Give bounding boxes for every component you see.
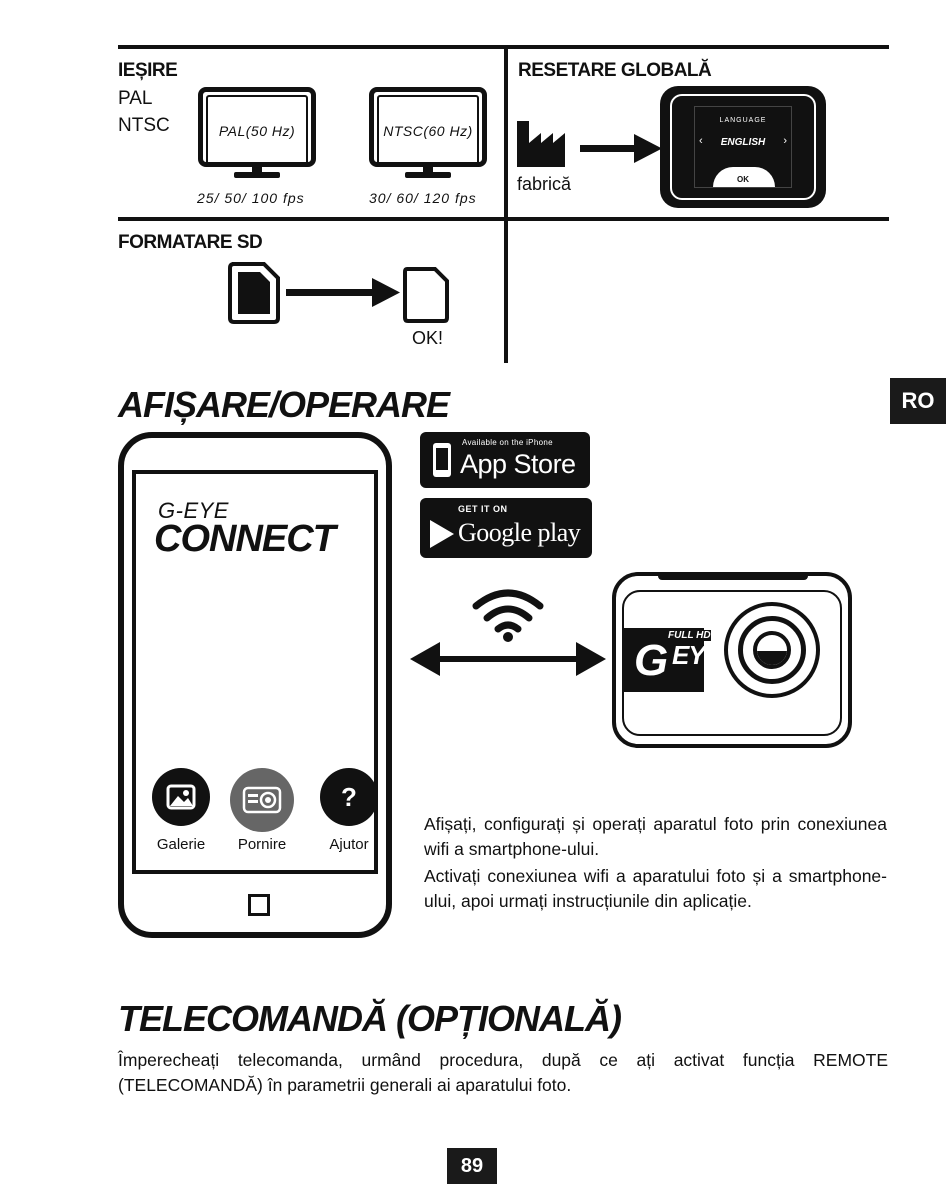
arrow-right-icon <box>580 134 662 163</box>
pal-screen-text: PAL(50 Hz) <box>206 95 308 167</box>
display-paragraph-1: Afișați, configurați și operați aparatul… <box>424 814 887 860</box>
google-play-caption: GET IT ON <box>458 504 508 514</box>
chevron-left-icon: ‹ <box>699 135 703 147</box>
double-arrow-icon <box>410 642 606 676</box>
app-prefix: G-EYE <box>158 498 229 523</box>
page-number: 89 <box>447 1148 497 1184</box>
ntsc-screen-text: NTSC(60 Hz) <box>377 95 479 167</box>
phone-icon <box>433 443 451 477</box>
chevron-right-icon: › <box>783 135 787 147</box>
camera-icon <box>242 786 282 814</box>
wifi-icon <box>472 589 544 642</box>
help-button[interactable]: ? <box>320 768 378 826</box>
home-button[interactable] <box>248 894 270 916</box>
ntsc-monitor: NTSC(60 Hz) <box>369 87 487 181</box>
question-icon: ? <box>341 781 357 812</box>
pal-monitor: PAL(50 Hz) <box>198 87 316 181</box>
arrow-right-icon <box>286 278 400 307</box>
camera-reset-screen: LANGUAGE ENGLISH ‹ › OK <box>660 86 826 208</box>
play-icon <box>430 520 454 548</box>
full-hd-badge: FULL HD <box>668 630 711 641</box>
display-paragraph-2: Activați conexiunea wifi a aparatului fo… <box>424 866 887 912</box>
sd-card-full-icon <box>228 262 280 324</box>
pal-label: PAL <box>118 88 153 109</box>
google-play-badge[interactable]: GET IT ON Google play <box>420 498 592 558</box>
gallery-label: Galerie <box>156 836 206 853</box>
phone-illustration: G-EYE CONNECT ? Galerie Pornire Ajutor <box>118 432 392 938</box>
app-store-caption: Available on the iPhone <box>462 438 553 447</box>
camera-lens <box>724 602 820 698</box>
factory-icon <box>517 121 565 167</box>
pal-fps: 25/ 50/ 100 fps <box>197 190 305 206</box>
start-label: Pornire <box>237 836 287 853</box>
app-store-name: App Store <box>460 449 576 479</box>
format-title: FORMATARE SD <box>118 232 263 253</box>
image-icon <box>166 784 196 810</box>
factory-label: fabrică <box>517 174 572 194</box>
action-camera: G FULL HD EYE <box>612 572 852 748</box>
language-ok: OK <box>737 175 749 184</box>
google-play-name: Google play <box>458 518 581 547</box>
ntsc-fps: 30/ 60/ 120 fps <box>369 190 477 206</box>
camera-brand: EYE <box>672 640 722 670</box>
camera-g-logo: G <box>634 636 669 685</box>
ntsc-label: NTSC <box>118 115 170 136</box>
sd-card-empty-icon <box>403 267 449 323</box>
app-name: CONNECT <box>154 518 336 560</box>
format-ok: OK! <box>412 328 444 348</box>
remote-paragraph: Împerecheați telecomanda, urmând procedu… <box>118 1050 888 1096</box>
reset-title: RESETARE GLOBALĂ <box>518 60 712 81</box>
help-label: Ajutor <box>329 836 369 853</box>
gallery-button[interactable] <box>152 768 210 826</box>
column-divider <box>504 45 508 363</box>
middle-rule <box>118 217 889 221</box>
language-value: ENGLISH <box>720 137 766 148</box>
display-title: AFIȘARE/OPERARE <box>118 384 450 425</box>
start-button[interactable] <box>230 768 294 832</box>
phone-screen: G-EYE CONNECT ? Galerie Pornire Ajutor <box>132 470 378 874</box>
output-title: IEȘIRE <box>118 60 178 81</box>
remote-title: TELECOMANDĂ (OPȚIONALĂ) <box>118 998 622 1039</box>
app-store-badge[interactable]: Available on the iPhone App Store <box>420 432 590 488</box>
language-caption: LANGUAGE <box>719 117 767 124</box>
language-tab: RO <box>890 378 946 424</box>
top-rule <box>118 45 889 49</box>
